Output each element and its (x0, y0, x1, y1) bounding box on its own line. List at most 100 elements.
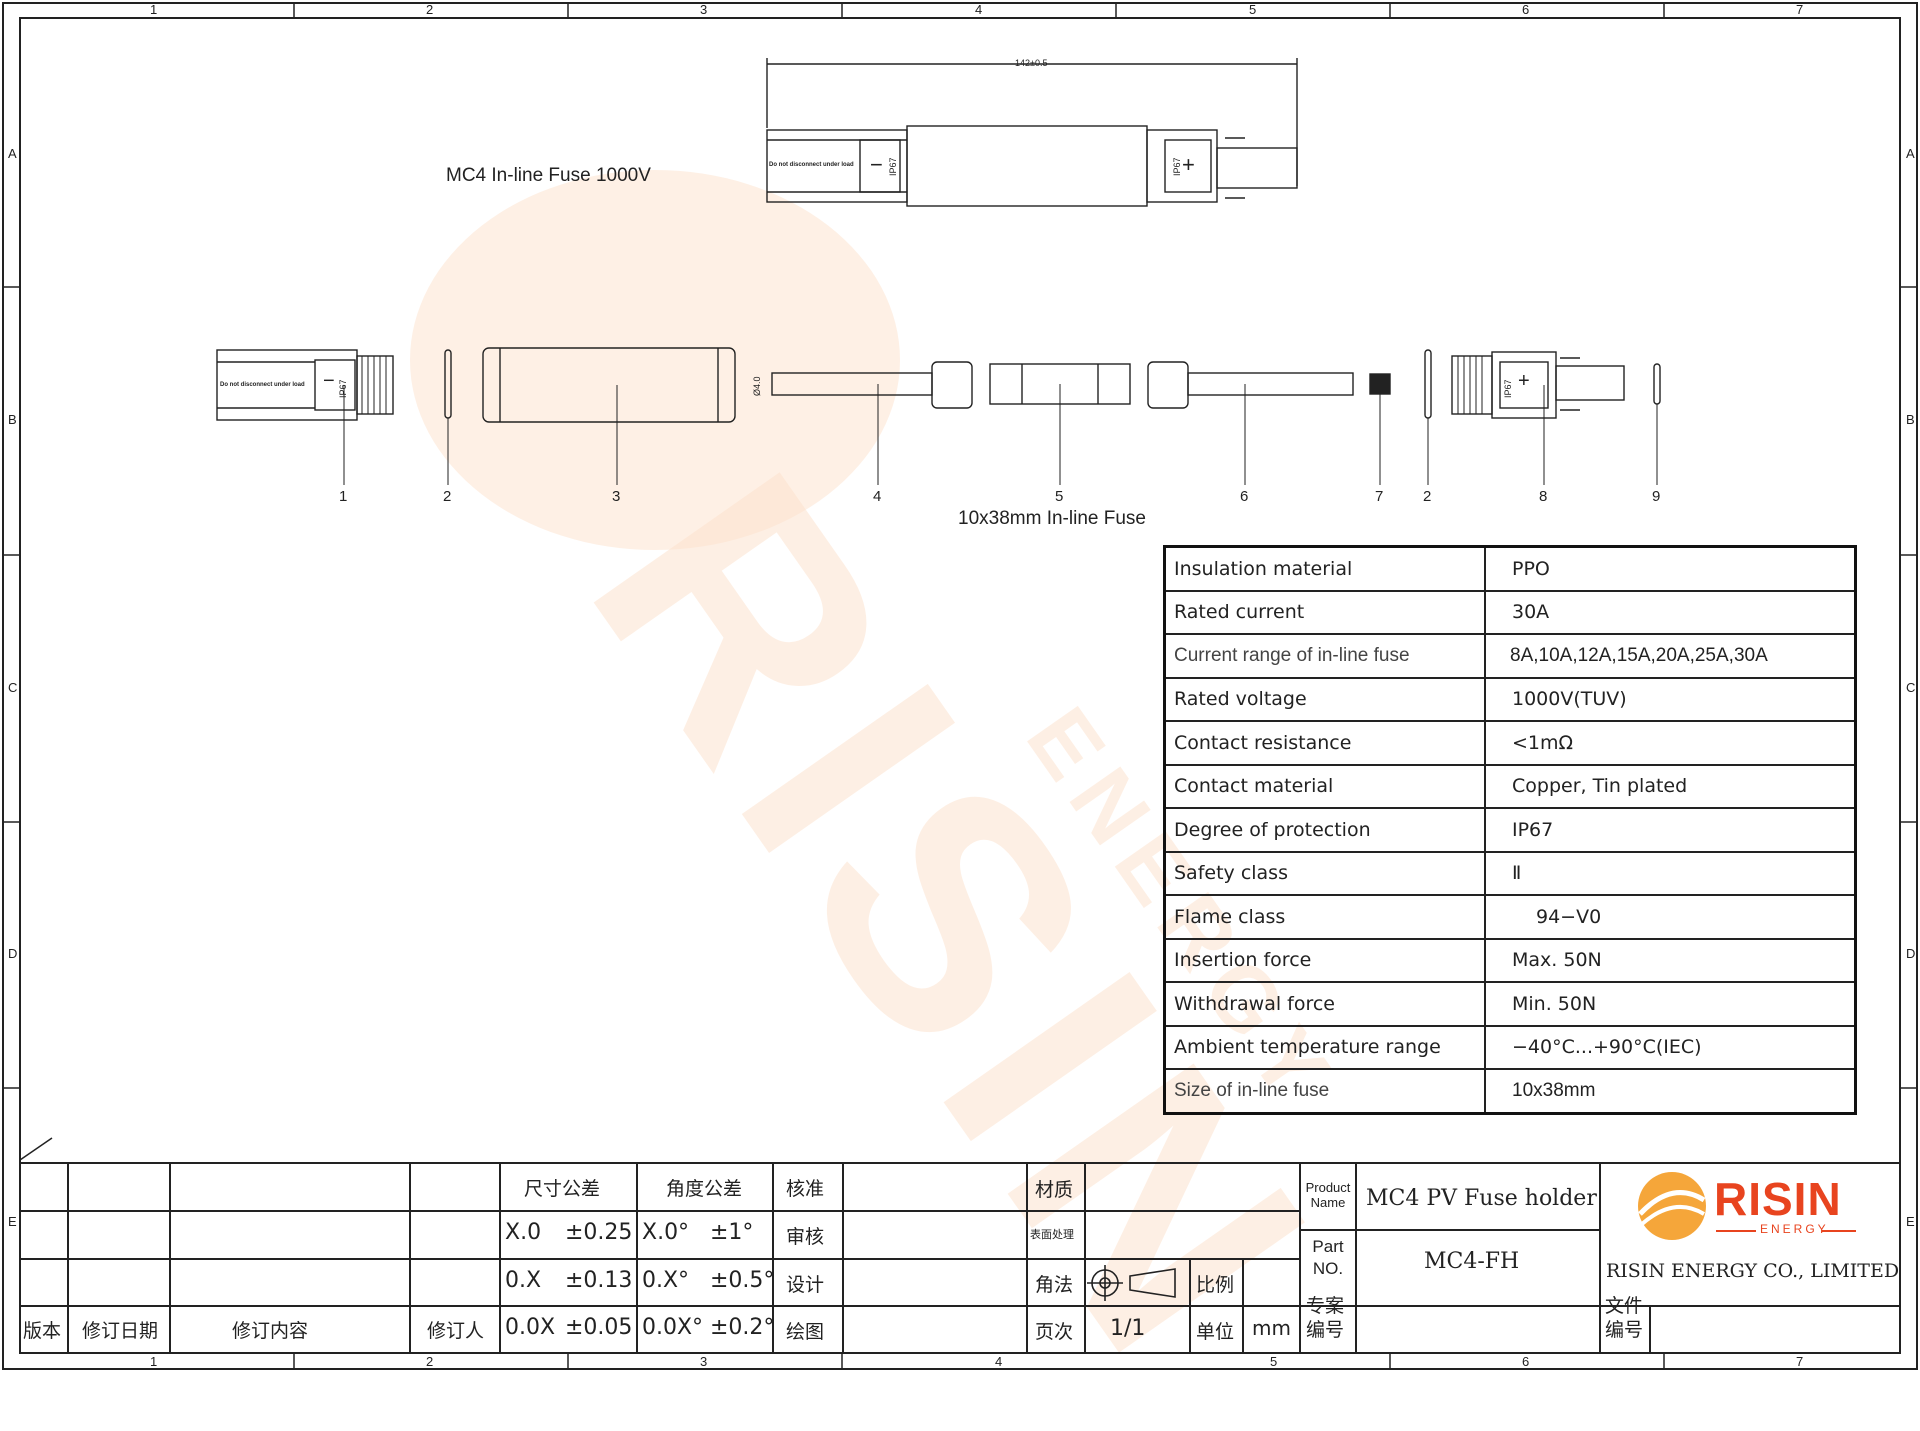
row-label-c: C (8, 680, 18, 695)
tol-dim-2: 0.X (505, 1268, 542, 1293)
projection-symbol-icon (1087, 1265, 1176, 1301)
tol-ang-2: 0.X° (642, 1268, 690, 1293)
spec-value: Min. 50N (1484, 981, 1857, 1027)
drawing-canvas (2, 2, 1918, 1370)
minus-sign-top: − (870, 152, 883, 177)
part-number-9: 9 (1652, 488, 1661, 505)
row-label-e: E (8, 1214, 17, 1229)
bcol-label-6: 6 (1522, 1354, 1530, 1369)
unit-value: mm (1252, 1316, 1291, 1340)
dimension-label: 142±0.5 (1015, 58, 1048, 68)
ip-mark-part8: IP67 (1503, 379, 1513, 398)
minus-sign-part1: − (323, 370, 335, 392)
rev-version-header: 版本 (23, 1320, 62, 1342)
table-row: Ambient temperature range−40°C...+90°C(I… (1163, 1024, 1857, 1070)
spec-value: 30A (1484, 589, 1857, 635)
logo-icon (1638, 1172, 1706, 1240)
part-number-1: 1 (339, 488, 348, 505)
assembled-fuse-holder (766, 58, 1298, 207)
spec-value: <1mΩ (1484, 720, 1857, 766)
tol-ang-3: 0.0X° (642, 1315, 704, 1340)
spec-value: PPO (1484, 545, 1857, 592)
outer-frame (2, 2, 1918, 1370)
diameter-label: Ø4.0 (752, 376, 762, 396)
bcol-label-7: 7 (1796, 1354, 1804, 1369)
row-label-e-right: E (1906, 1214, 1915, 1229)
ip-mark-top-right: IP67 (1172, 157, 1182, 176)
spec-value: 94−V0 (1484, 894, 1857, 940)
row-label-b-right: B (1906, 412, 1915, 427)
inner-frame (19, 17, 1901, 1354)
spec-key: Rated current (1163, 589, 1486, 635)
part-number-3: 3 (612, 488, 621, 505)
part-number-6: 6 (1240, 488, 1249, 505)
tol-ang-tol-2: ±0.5° (710, 1268, 775, 1293)
spec-value: Ⅱ (1484, 850, 1857, 896)
tol-dim-tol-2: ±0.13 (565, 1268, 633, 1293)
spec-value: 10x38mm (1484, 1068, 1857, 1114)
col-label-4: 4 (975, 2, 983, 17)
product-name-label: Product Name (1305, 1180, 1351, 1210)
tol-ang-1: X.0° (642, 1220, 690, 1245)
page-value: 1/1 (1110, 1316, 1146, 1341)
tol-ang-tol-3: ±0.2° (710, 1315, 775, 1340)
spec-value: 1000V(TUV) (1484, 676, 1857, 722)
part-number-7: 7 (1375, 488, 1384, 505)
col-label-3: 3 (700, 2, 708, 17)
logo-sub: ENERGY (1760, 1222, 1829, 1236)
project-no-label: 专案编号 (1306, 1295, 1345, 1341)
rev-reviser-header: 修订人 (427, 1320, 485, 1342)
dim-tolerance-header: 尺寸公差 (524, 1178, 601, 1200)
spec-key: Rated voltage (1163, 676, 1486, 722)
spec-key: Size of in-line fuse (1163, 1068, 1486, 1114)
role-design: 设计 (786, 1274, 825, 1296)
rev-content-header: 修订内容 (232, 1320, 309, 1342)
spec-value: Max. 50N (1484, 937, 1857, 983)
tol-ang-tol-1: ±1° (710, 1220, 754, 1245)
spec-value: IP67 (1484, 807, 1857, 853)
logo-rule (1716, 1230, 1756, 1232)
bcol-label-3: 3 (700, 1354, 708, 1369)
col-label-5: 5 (1249, 2, 1257, 17)
logo-word: RISIN (1714, 1173, 1842, 1225)
ip-mark-part1: IP67 (338, 379, 348, 398)
row-label-a: A (8, 146, 17, 161)
spec-key: Current range of in-line fuse (1163, 633, 1486, 679)
tol-dim-3: 0.0X (505, 1315, 556, 1340)
bcol-label-5: 5 (1270, 1354, 1278, 1369)
spec-key: Ambient temperature range (1163, 1024, 1486, 1070)
spec-key: Contact material (1163, 763, 1486, 809)
plus-sign-top: + (1182, 152, 1195, 177)
tol-dim-tol-3: ±0.05 (565, 1315, 633, 1340)
ip-mark-top-left: IP67 (888, 157, 898, 176)
title-block-grid (20, 1162, 1900, 1353)
part-number-2: 2 (443, 488, 452, 505)
part-3-housing (482, 347, 736, 423)
product-name: MC4 PV Fuse holder (1366, 1186, 1597, 1211)
part-2b-oring (1424, 349, 1432, 419)
page-label: 页次 (1035, 1321, 1074, 1343)
spec-key: Degree of protection (1163, 807, 1486, 853)
projection-label: 角法 (1035, 1274, 1074, 1296)
spec-key: Withdrawal force (1163, 981, 1486, 1027)
part-no-label: Part NO. (1312, 1237, 1344, 1278)
part-9-pin (1653, 363, 1661, 405)
bcol-label-2: 2 (426, 1354, 434, 1369)
frame-ticks (3, 3, 1917, 1369)
part-number-2b: 2 (1423, 488, 1432, 505)
connector-text-top: Do not disconnect under load (769, 162, 854, 168)
col-label-7: 7 (1796, 2, 1804, 17)
part-4-contact (771, 372, 933, 396)
col-label-2: 2 (426, 2, 434, 17)
part-number-5: 5 (1055, 488, 1064, 505)
spec-key: Contact resistance (1163, 720, 1486, 766)
part-number-4: 4 (873, 488, 882, 505)
spec-key: Insulation material (1163, 545, 1486, 592)
tol-dim-1: X.0 (505, 1220, 542, 1245)
